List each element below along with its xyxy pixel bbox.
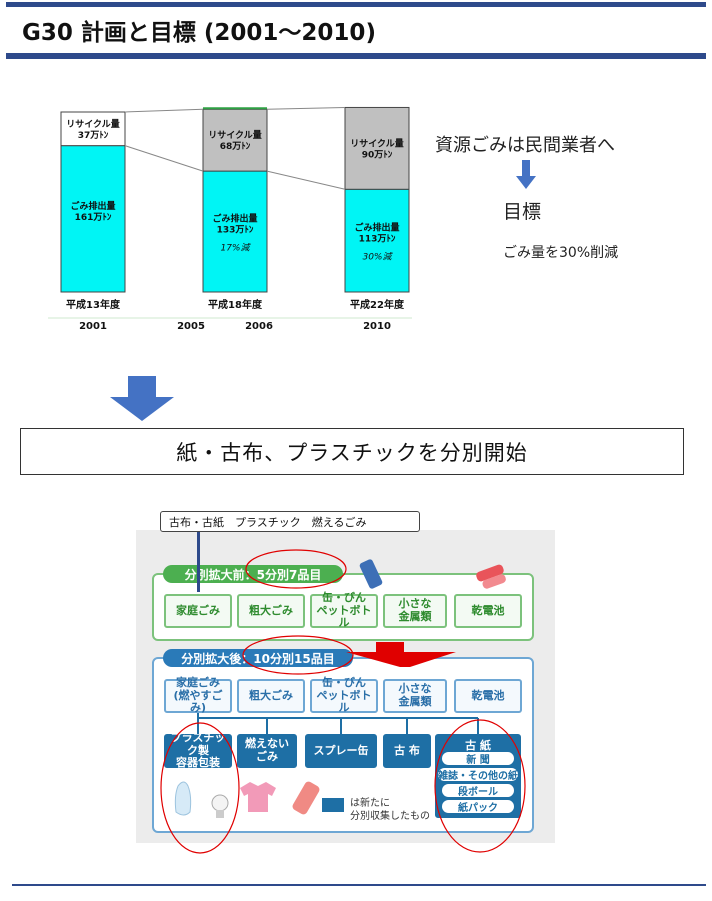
- after-item-household: 家庭ごみ (燃やすごみ): [164, 676, 232, 714]
- year-label-extra: 2005: [177, 321, 205, 332]
- legend-swatch: [322, 798, 344, 812]
- bar-recycle-1: [202, 108, 268, 172]
- goal-label: 目標: [503, 201, 542, 223]
- after-item-metal: 小さな 金属類: [383, 679, 447, 713]
- category-label-0: 平成13年度: [66, 298, 121, 311]
- title-bar-top: [6, 2, 706, 7]
- connector-gomi-0: [124, 145, 204, 172]
- annotation-1: 17%減: [220, 243, 251, 254]
- after-item-cans: 缶・びん ペットボトル: [310, 676, 378, 714]
- separation-banner: 紙・古布、プラスチックを分別開始: [20, 428, 684, 475]
- goal-detail: ごみ量を30%削減: [503, 245, 619, 261]
- callout-connector: [197, 532, 200, 592]
- connector-gomi-1: [266, 170, 346, 190]
- connector-recycle-1: [266, 106, 346, 110]
- after-item-spray: スプレー缶: [305, 734, 377, 768]
- after-item-plastic: プラスチック製 容器包装: [164, 731, 232, 769]
- bar-gomi-2: [344, 188, 410, 293]
- bottom-rule: [12, 884, 706, 886]
- bar-recycle-0: [60, 111, 126, 147]
- title-bar-bottom: [6, 53, 706, 59]
- bar-recycle-2: [344, 106, 410, 190]
- paper-sub-magazine: 雑誌・その他の紙: [438, 768, 518, 782]
- callout-label: 古布・古紙 プラスチック 燃えるごみ: [160, 511, 420, 532]
- big-down-arrow-icon: [110, 376, 174, 421]
- legend-text: は新たに 分別収集したもの: [350, 798, 430, 822]
- connector-recycle-0: [124, 108, 204, 113]
- bar-gomi-0: [60, 145, 126, 293]
- after-item-cloth: 古 布: [383, 734, 431, 768]
- annotation-2: 30%減: [362, 252, 393, 263]
- page-title: G30 計画と目標 (2001〜2010): [22, 20, 376, 46]
- after-header: 分別拡大後：10分別15品目: [163, 649, 353, 667]
- paper-sub-newspaper: 新 聞: [442, 752, 514, 766]
- resource-text: 資源ごみは民間業者へ: [435, 135, 615, 156]
- bar-gomi-1: [202, 170, 268, 293]
- paper-sub-carton: 紙パック: [442, 800, 514, 814]
- before-item-household: 家庭ごみ: [164, 594, 232, 628]
- year-label-2: 2010: [363, 321, 391, 332]
- before-item-metal: 小さな 金属類: [383, 594, 447, 628]
- year-label-1: 2006: [245, 321, 273, 332]
- before-item-bulky: 粗大ごみ: [237, 594, 305, 628]
- category-label-2: 平成22年度: [350, 298, 405, 311]
- before-item-battery: 乾電池: [454, 594, 522, 628]
- small-down-arrow-icon: [516, 160, 536, 189]
- category-label-1: 平成18年度: [208, 298, 263, 311]
- after-item-battery: 乾電池: [454, 679, 522, 713]
- year-label-0: 2001: [79, 321, 107, 332]
- before-item-cans: 缶・びん ペットボトル: [310, 591, 378, 629]
- after-item-bulky: 粗大ごみ: [237, 679, 305, 713]
- after-item-nonburnable: 燃えない ごみ: [237, 734, 297, 768]
- paper-sub-cardboard: 段ボール: [442, 784, 514, 798]
- before-header: 分別拡大前：5分別7品目: [163, 565, 343, 583]
